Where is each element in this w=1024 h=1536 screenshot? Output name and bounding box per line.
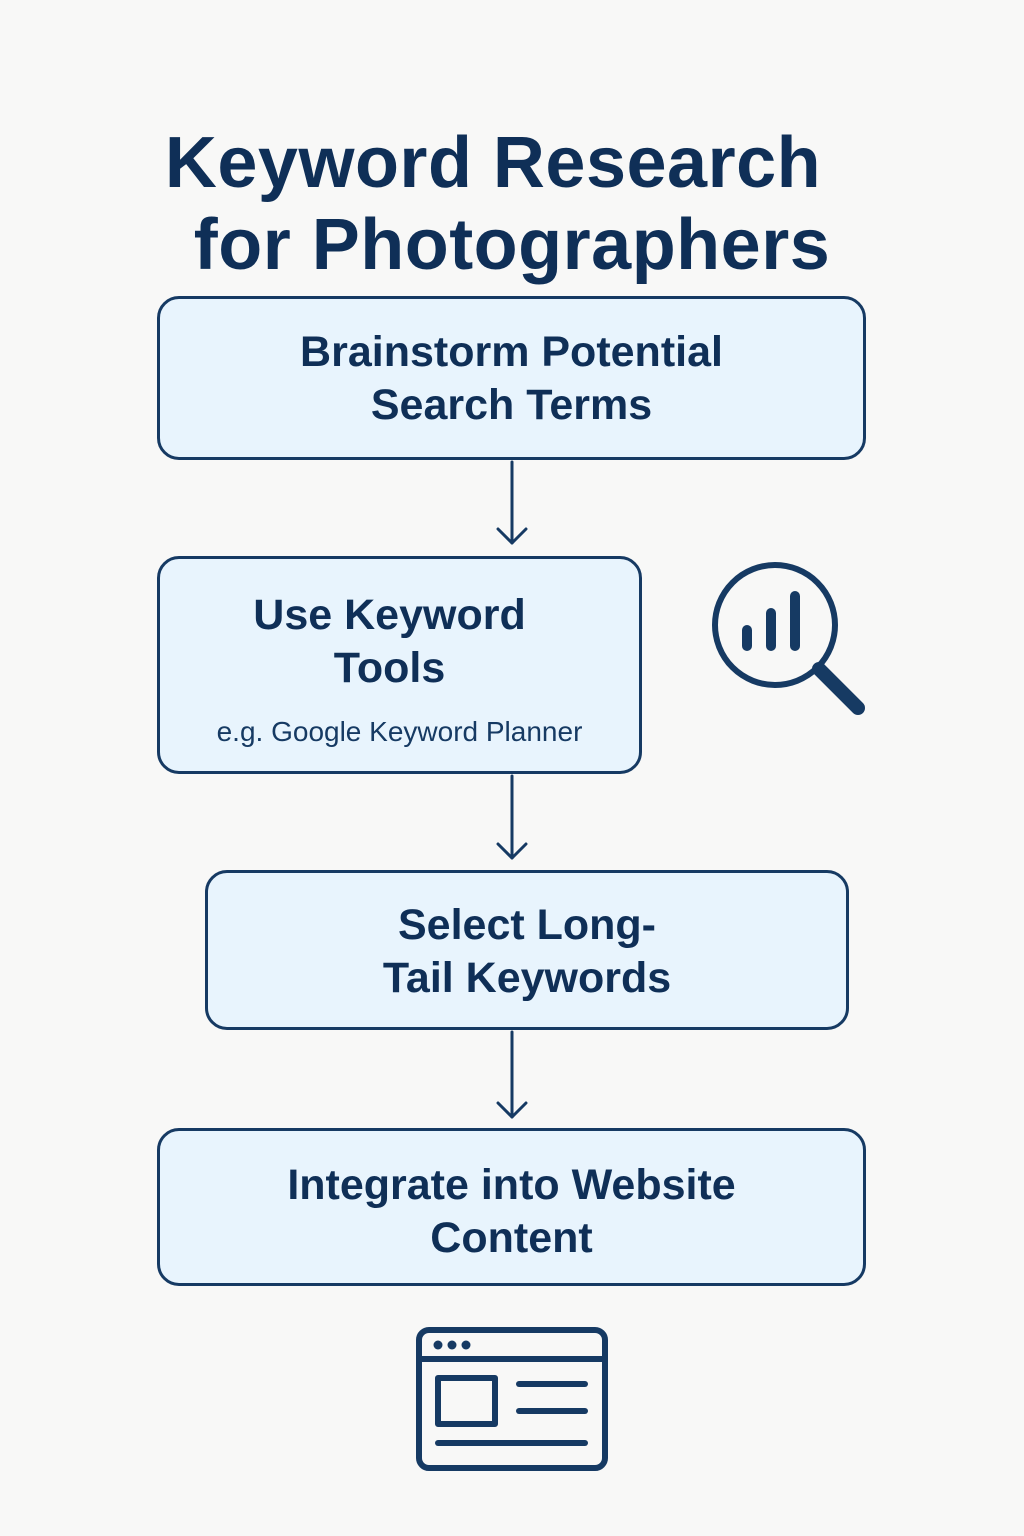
step-integrate-content-line-2: Content xyxy=(430,1214,593,1262)
connector-arrowhead-1 xyxy=(496,527,528,545)
search-chart-icon xyxy=(712,562,865,715)
step-integrate-content: Integrate into Website Content xyxy=(157,1128,866,1286)
title-line-2: for Photographers xyxy=(193,205,831,286)
step-brainstorm-line-1: Brainstorm Potential xyxy=(300,328,723,376)
step-long-tail-line-2: Tail Keywords xyxy=(382,954,672,1002)
connector-arrowhead-3 xyxy=(496,1101,528,1119)
connector-arrowhead-2 xyxy=(496,842,528,860)
page-title: Keyword Research for Photographers xyxy=(0,122,1024,286)
step-long-tail: Select Long- Tail Keywords xyxy=(205,870,849,1030)
step-keyword-tools: Use Keyword Tools e.g. Google Keyword Pl… xyxy=(157,556,642,774)
browser-window-icon xyxy=(416,1327,608,1471)
step-keyword-tools-example: e.g. Google Keyword Planner xyxy=(216,716,583,747)
title-line-1: Keyword Research xyxy=(164,123,822,204)
step-keyword-tools-line-2: Tools xyxy=(333,644,446,692)
step-keyword-tools-line-1: Use Keyword xyxy=(253,591,526,639)
step-integrate-content-line-1: Integrate into Website xyxy=(287,1161,736,1209)
step-brainstorm: Brainstorm Potential Search Terms xyxy=(157,296,866,460)
step-brainstorm-line-2: Search Terms xyxy=(370,381,653,429)
step-long-tail-line-1: Select Long- xyxy=(397,901,657,949)
